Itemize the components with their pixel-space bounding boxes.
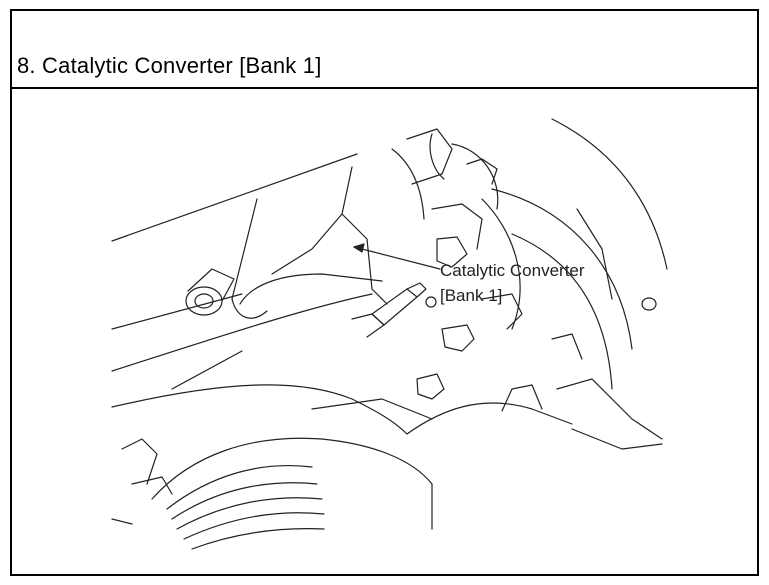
drive-shaft-boot [111,437,433,550]
oxygen-sensor [351,282,437,338]
catalytic-converter-shape [231,166,388,319]
body-panel [111,153,373,390]
callout-label-line1: Catalytic Converter [440,261,585,280]
callout-label-line2: [Bank 1] [440,286,502,305]
figure-header: 8. Catalytic Converter [Bank 1] [12,11,757,89]
bolt-left [185,268,235,316]
engine-block [391,128,523,400]
subframe [111,384,573,435]
figure-frame: 8. Catalytic Converter [Bank 1] [10,9,759,576]
callout-arrow [353,243,441,270]
transmission-housing [491,118,668,450]
engine-diagram: Catalytic Converter [Bank 1] [12,89,757,574]
figure-title: 8. Catalytic Converter [Bank 1] [17,53,322,78]
